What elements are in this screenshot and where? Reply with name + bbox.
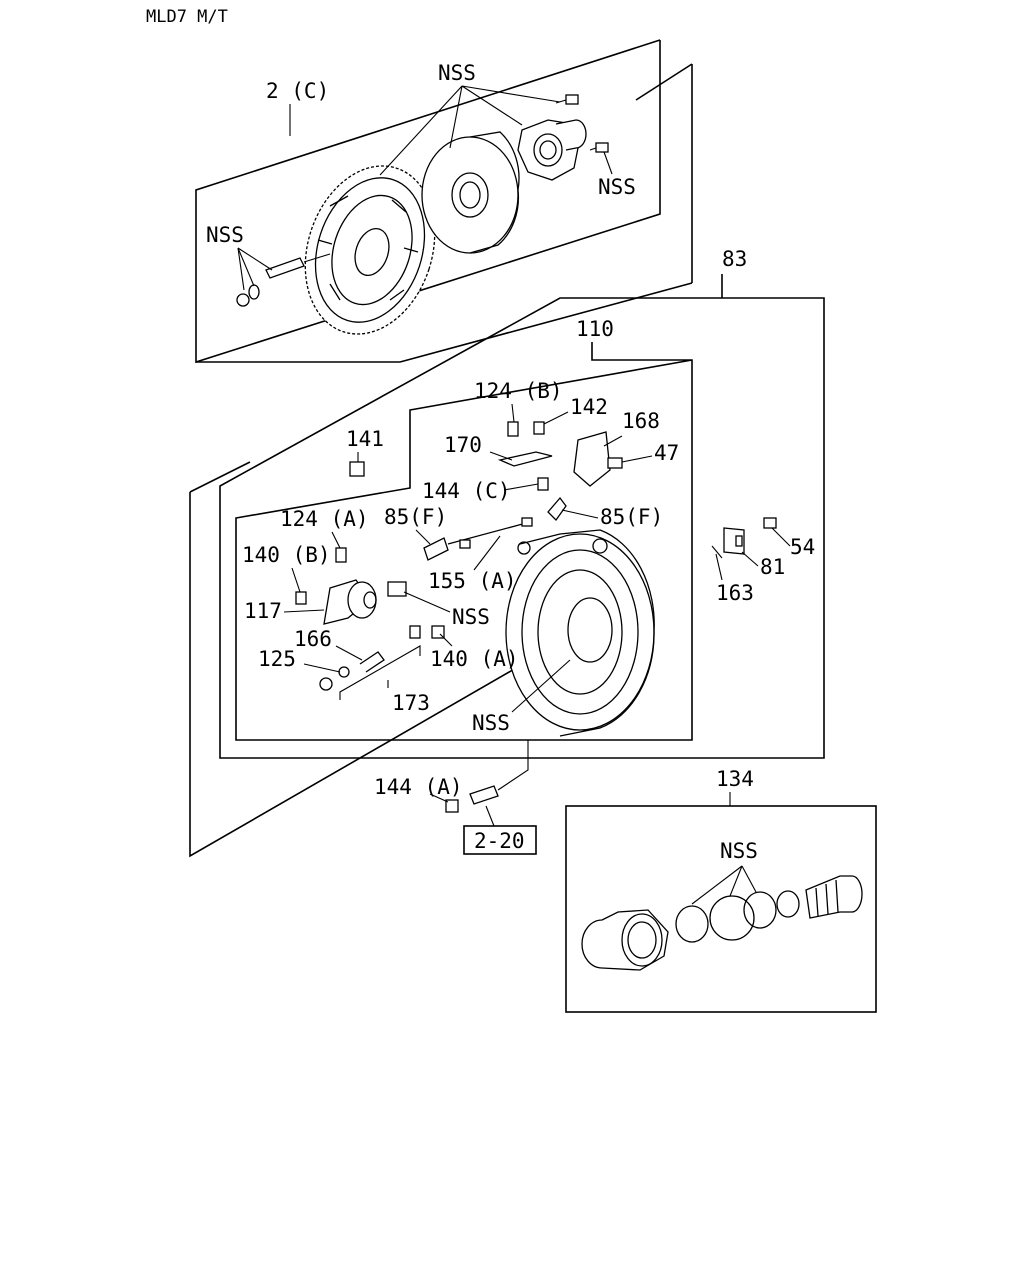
label-163: 163 xyxy=(716,581,754,605)
seal-ring-icon xyxy=(776,890,800,918)
label-155a: 155 (A) xyxy=(428,569,517,593)
label-117: 117 xyxy=(244,599,282,623)
o-ring-icon xyxy=(675,905,709,943)
bolt-icon xyxy=(589,142,609,153)
label-173: 173 xyxy=(392,691,430,715)
reference-box-label: 2-20 xyxy=(474,829,525,853)
o-ring-icon xyxy=(709,895,755,941)
o-ring-icon xyxy=(743,891,777,929)
shim-plate-icon xyxy=(711,517,777,559)
bracket-icon xyxy=(573,431,623,487)
label-85f-left: 85(F) xyxy=(384,505,447,529)
connector-bracket-icon xyxy=(319,625,445,700)
reference-box[interactable]: 2-20 xyxy=(463,825,537,855)
label-124b: 124 (B) xyxy=(474,379,563,403)
group-outline-83 xyxy=(189,274,825,858)
label-144a: 144 (A) xyxy=(374,775,463,799)
label-144c: 144 (C) xyxy=(422,479,511,503)
label-140a: 140 (A) xyxy=(430,647,519,671)
label-166: 166 xyxy=(294,627,332,651)
seal-housing-icon xyxy=(581,909,669,971)
label-2c: 2 (C) xyxy=(266,79,329,103)
flywheel-housing-icon xyxy=(505,529,655,737)
group-outline-134 xyxy=(565,805,877,1013)
fitting-icon xyxy=(497,421,567,522)
label-nss-bottom: NSS xyxy=(472,711,510,735)
clutch-cover-icon xyxy=(421,131,520,254)
label-134: 134 xyxy=(716,767,754,791)
diagram-title: MLD7 M/T xyxy=(146,7,228,27)
label-141: 141 xyxy=(346,427,384,451)
bolt-icon xyxy=(555,94,579,105)
boot-icon xyxy=(805,875,863,919)
bearing-retainer-icon xyxy=(517,119,587,181)
bolt-icon xyxy=(295,591,307,605)
label-47: 47 xyxy=(654,441,679,465)
label-125: 125 xyxy=(258,647,296,671)
ring-gear-icon xyxy=(304,165,436,335)
label-83: 83 xyxy=(722,247,747,271)
label-nss-mid: NSS xyxy=(452,605,490,629)
label-nss-top: NSS xyxy=(438,61,476,85)
label-124a: 124 (A) xyxy=(280,507,369,531)
label-140b: 140 (B) xyxy=(242,543,331,567)
label-110: 110 xyxy=(576,317,614,341)
group-outline-110 xyxy=(235,342,693,741)
label-nss-left: NSS xyxy=(206,223,244,247)
sensor-switch-icon xyxy=(335,547,347,563)
label-nss-seals: NSS xyxy=(720,839,758,863)
label-142: 142 xyxy=(570,395,608,419)
plate-icon xyxy=(349,461,365,477)
starter-motor-icon xyxy=(323,579,407,625)
label-nss-right: NSS xyxy=(598,175,636,199)
label-81: 81 xyxy=(760,555,785,579)
label-170: 170 xyxy=(444,433,482,457)
label-54: 54 xyxy=(790,535,815,559)
label-85f-right: 85(F) xyxy=(600,505,663,529)
cable-assembly-icon xyxy=(423,517,533,561)
group-outline-2c xyxy=(195,39,693,364)
pipe-union-icon xyxy=(445,740,529,813)
label-168: 168 xyxy=(622,409,660,433)
